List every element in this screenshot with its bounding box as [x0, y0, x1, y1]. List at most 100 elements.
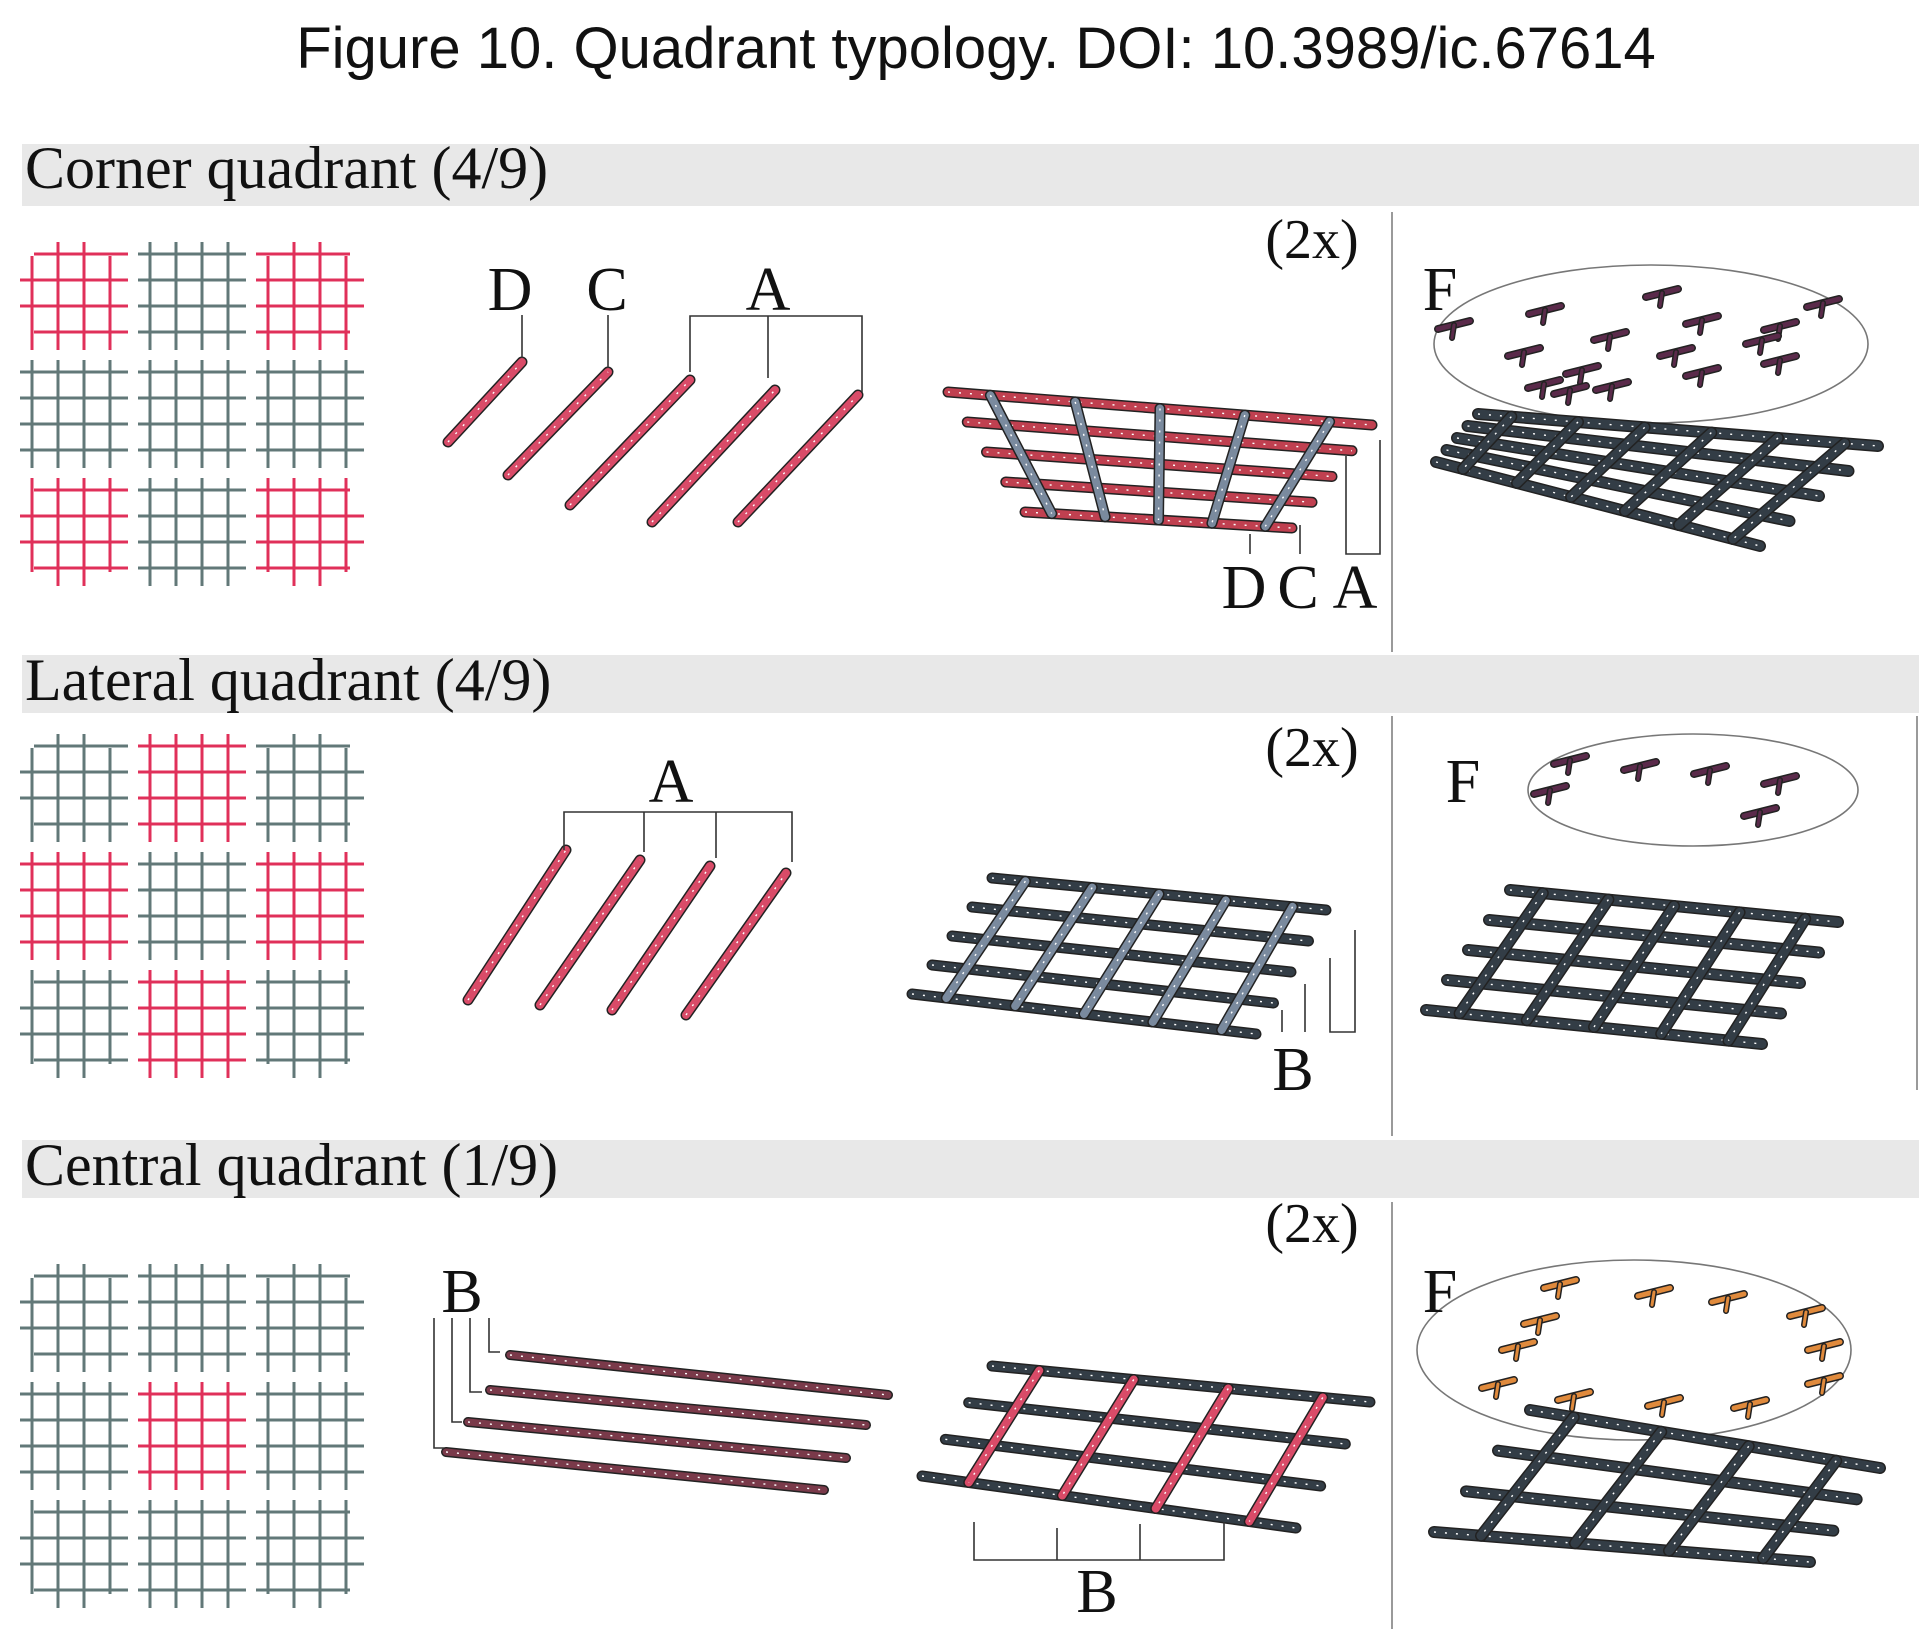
multiplier-lateral: (2x) [1265, 717, 1358, 779]
corner-fgrid-h-4-ribs [1435, 461, 1761, 547]
central-grid-v-1 [1058, 1375, 1138, 1500]
lateral-loose-bars: A [462, 748, 793, 1021]
tie-corner-2 [1642, 285, 1682, 309]
lateral-grid-v-1-ribs [1014, 887, 1093, 1007]
loose-bar-central-0 [506, 1351, 892, 1399]
tie-central-10 [1644, 1394, 1684, 1418]
tie-corner-14 [1682, 364, 1722, 388]
central-fgrid-h-1 [1493, 1446, 1862, 1504]
tie-central-5 [1498, 1338, 1538, 1362]
corner-grid-v-3-ribs [1211, 414, 1246, 524]
section-band-central [22, 1140, 1919, 1198]
plan-cell-corner [20, 734, 128, 842]
tie-central-7 [1478, 1376, 1518, 1400]
bar-label-a: A [746, 256, 791, 324]
corner-fgrid-h-0-ribs [1477, 413, 1879, 447]
plan-cell-corner [256, 478, 364, 586]
plan-cell-corner [20, 478, 128, 586]
bracket-b-grid [973, 1522, 1225, 1561]
plan-corner [20, 242, 364, 586]
central-fgrid-h-3-ribs [1433, 1531, 1811, 1563]
lateral-fgrid-h-4-ribs [1425, 1009, 1763, 1045]
plan-cell-lateral [138, 734, 246, 842]
plan-cell-corner [20, 1500, 128, 1608]
lateral-fgrid-v-4-ribs [1727, 918, 1806, 1041]
tie-lateral-2 [1690, 762, 1730, 786]
loose-bar-corner-3 [648, 386, 779, 526]
loose-bar-corner-1-ribs [507, 371, 609, 476]
lateral-grid-v-2-ribs [1083, 893, 1160, 1015]
corner-fgrid-v-0-ribs [1462, 416, 1512, 470]
lateral-grid-h-3-ribs [931, 964, 1274, 1004]
multiplier-central: (2x) [1265, 1193, 1358, 1255]
corner-assembly: F [1423, 256, 1884, 552]
tie-corner-6 [1682, 312, 1722, 336]
grid-label-c: C [1277, 554, 1318, 622]
tie-corner-8 [1562, 362, 1602, 386]
central-assembly: F [1416, 1258, 1886, 1568]
lateral-fgrid-v-0-ribs [1459, 892, 1544, 1014]
loose-bar-central-1-ribs [489, 1389, 867, 1426]
corner-fgrid-h-3 [1442, 445, 1794, 526]
central-loose-bars: B [433, 1258, 893, 1495]
corner-fgrid-v-1 [1512, 417, 1583, 488]
plan-cell-corner [256, 1264, 364, 1372]
tie-central-11 [1730, 1396, 1770, 1420]
tie-central-8 [1804, 1372, 1844, 1396]
plan-cell-corner [256, 734, 364, 842]
central-grid-v-2-ribs [1155, 1388, 1229, 1509]
plan-cell-lateral [138, 970, 246, 1078]
corner-fgrid-h-1-ribs [1467, 425, 1849, 472]
central-grid-h-0 [988, 1362, 1374, 1406]
tie-corner-1 [1525, 302, 1565, 326]
corner-grid: (2x) D C A [942, 209, 1381, 622]
plan-cell-lateral [138, 478, 246, 586]
central-fgrid-v-1 [1570, 1427, 1666, 1548]
central-grid: (2x) B [916, 1193, 1376, 1626]
loose-bar-central-2 [464, 1418, 850, 1462]
figure-title: Figure 10. Quadrant typology. DOI: 10.39… [296, 16, 1656, 81]
tie-corner-4 [1504, 344, 1544, 368]
plan-cell-lateral [20, 1382, 128, 1490]
tie-central-4 [1520, 1312, 1560, 1336]
ellipse-lateral [1527, 733, 1859, 847]
plan-cell-corner [256, 970, 364, 1078]
plan-cell-corner [20, 242, 128, 350]
grid-label-b-central: B [1076, 1558, 1117, 1626]
tie-central-6 [1804, 1338, 1844, 1362]
grid-leaders-lateral [1281, 930, 1356, 1033]
tie-central-2 [1708, 1290, 1748, 1314]
lateral-grid-h-2-ribs [951, 935, 1292, 973]
tie-central-9 [1554, 1388, 1594, 1412]
loose-bar-lateral-2 [608, 862, 714, 1014]
f-label-lateral: F [1446, 748, 1480, 816]
bar-label-d: D [488, 256, 533, 324]
lateral-fgrid-v-3 [1656, 907, 1745, 1039]
central-grid-v-0-ribs [968, 1370, 1040, 1483]
plan-cell-central [138, 1382, 246, 1490]
corner-loose-bars: D C A [442, 256, 864, 528]
tie-lateral-0 [1550, 752, 1590, 776]
corner-grid-v-2-ribs [1157, 408, 1161, 521]
central-grid-h-1 [964, 1398, 1350, 1448]
loose-bar-lateral-0-ribs [467, 849, 567, 1001]
loose-bar-central-3 [442, 1448, 828, 1494]
central-grid-v-2 [1151, 1384, 1233, 1513]
section-title-lateral: Lateral quadrant (4/9) [25, 647, 551, 713]
tie-central-1 [1634, 1284, 1674, 1308]
section-band-lateral [22, 655, 1919, 713]
loose-bar-lateral-3 [682, 869, 790, 1019]
plan-cell-lateral [256, 1382, 364, 1490]
tie-corner-12 [1760, 352, 1800, 376]
plan-central [20, 1264, 364, 1608]
f-label-corner: F [1423, 256, 1457, 324]
grid-label-d: D [1222, 554, 1267, 622]
corner-fgrid-v-4 [1674, 433, 1783, 530]
plan-lateral [20, 734, 364, 1078]
lateral-grid: (2x) B [906, 717, 1359, 1104]
tie-lateral-1 [1620, 758, 1660, 782]
lateral-grid-v-0-ribs [945, 880, 1026, 999]
loose-bar-lateral-1-ribs [539, 859, 641, 1006]
bracket-b-central [433, 1318, 500, 1449]
bar-label-a-lateral: A [649, 748, 694, 816]
